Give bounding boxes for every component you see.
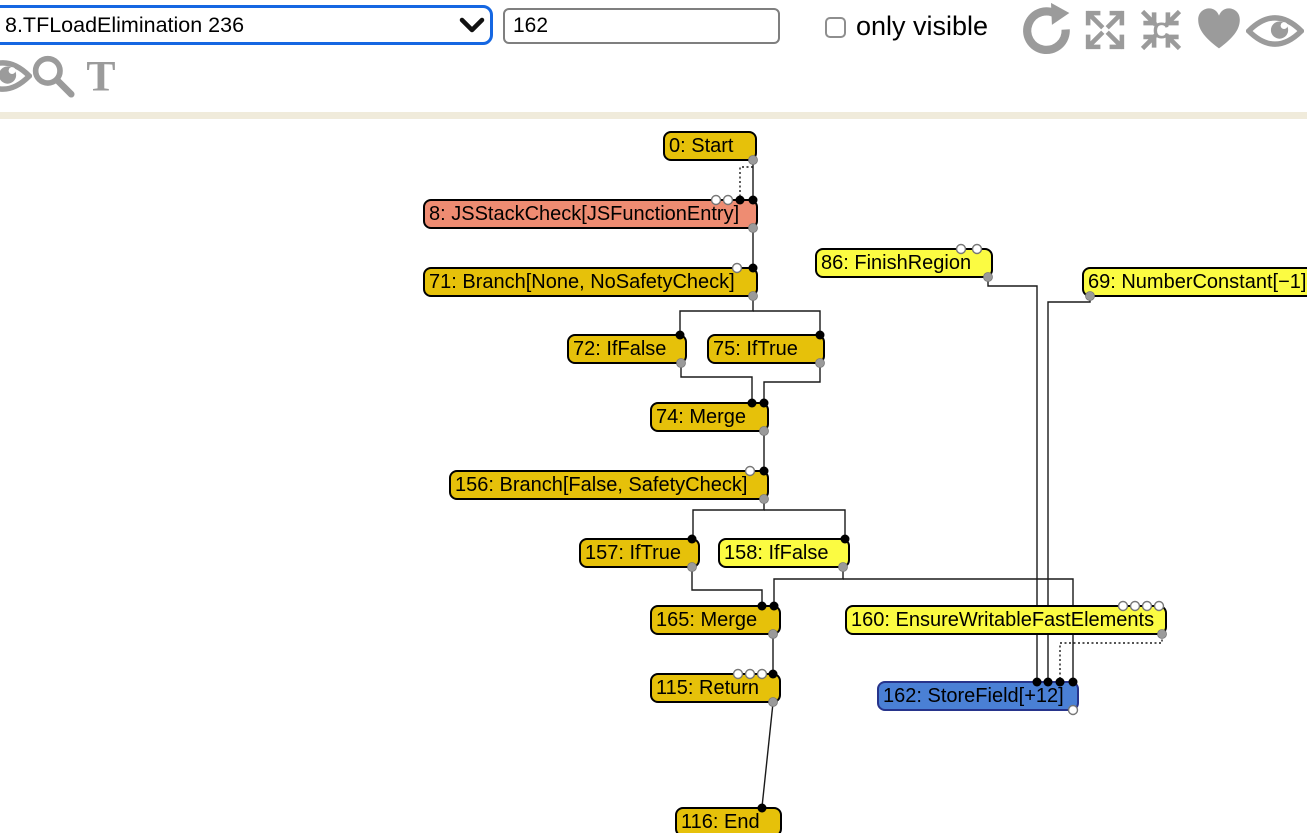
graph-node-156[interactable]: 156: Branch[False, SafetyCheck] xyxy=(449,470,769,500)
text-search-icon[interactable]: T xyxy=(82,54,120,98)
relayout-graph-icon[interactable] xyxy=(1017,2,1074,57)
graph-node-116[interactable]: 116: End xyxy=(675,807,782,833)
eye-icon[interactable] xyxy=(0,57,32,95)
only-visible-label: only visible xyxy=(856,11,989,41)
graph-node-75[interactable]: 75: IfTrue xyxy=(707,334,825,364)
svg-text:C: C xyxy=(1153,17,1170,43)
only-visible-checkbox[interactable] xyxy=(825,17,846,38)
node-search-input[interactable] xyxy=(503,8,780,44)
expand-all-nodes-icon[interactable] xyxy=(1080,7,1130,53)
graph-node-157[interactable]: 157: IfTrue xyxy=(579,538,700,568)
toolbar-divider xyxy=(0,112,1307,119)
graph-node-74[interactable]: 74: Merge xyxy=(650,402,769,432)
graph-node-162[interactable]: 162: StoreField[+12] xyxy=(877,681,1079,711)
graph-node-160[interactable]: 160: EnsureWritableFastElements xyxy=(845,605,1167,635)
graph-node-115[interactable]: 115: Return xyxy=(650,673,781,703)
graph-node-71[interactable]: 71: Branch[None, NoSafetyCheck] xyxy=(423,267,758,297)
graph-node-72[interactable]: 72: IfFalse xyxy=(567,334,687,364)
graph-node-69[interactable]: 69: NumberConstant[−1] xyxy=(1082,267,1307,297)
graph-node-165[interactable]: 165: Merge xyxy=(650,605,781,635)
svg-text:T: T xyxy=(86,54,115,98)
heart-icon[interactable] xyxy=(1193,6,1245,54)
phase-select[interactable]: 8.TFLoadElimination 236 xyxy=(0,5,493,45)
graph-node-86[interactable]: 86: FinishRegion xyxy=(815,248,993,278)
collapse-selection-icon[interactable]: C xyxy=(1134,7,1188,53)
graph-node-8[interactable]: 8: JSStackCheck[JSFunctionEntry] xyxy=(423,199,758,229)
eye-icon[interactable] xyxy=(1246,12,1304,50)
graph-node-0[interactable]: 0: Start xyxy=(663,131,757,161)
graph-node-158[interactable]: 158: IfFalse xyxy=(718,538,850,568)
search-icon[interactable] xyxy=(30,53,75,98)
